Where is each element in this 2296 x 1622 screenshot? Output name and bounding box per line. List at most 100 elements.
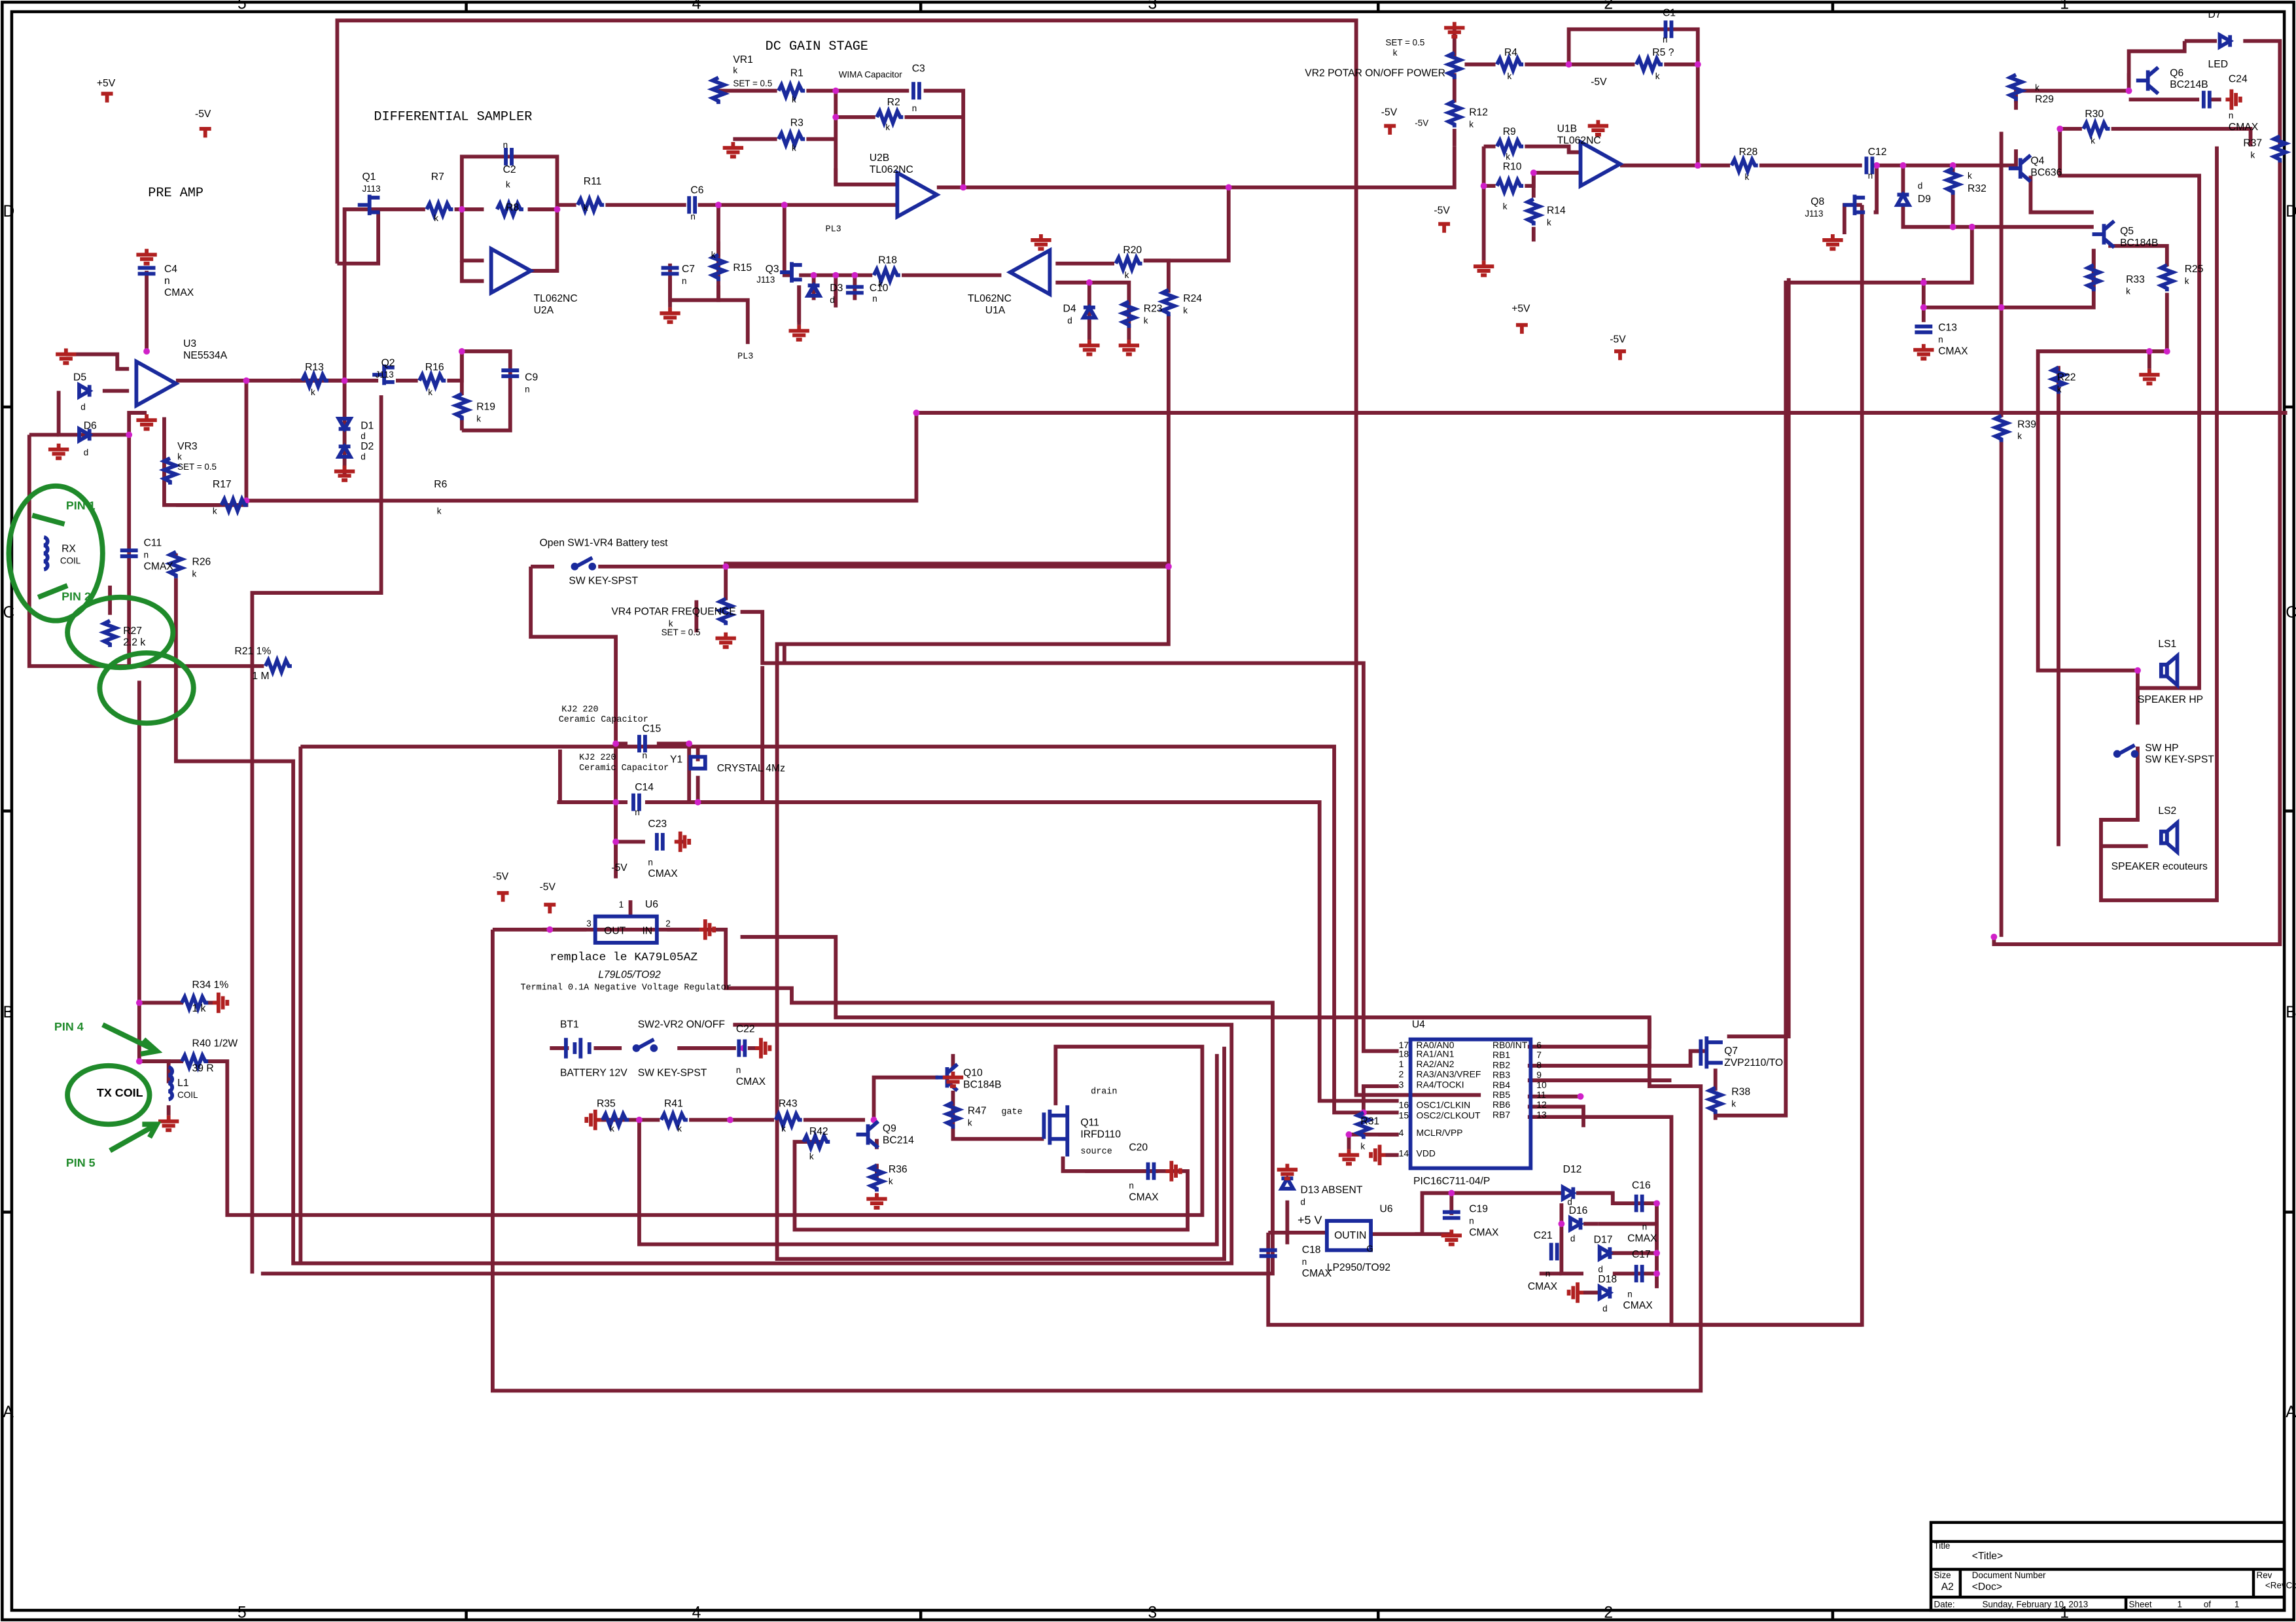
part-value: CMAX [1623, 1300, 1653, 1311]
part-label: Y1 [670, 754, 682, 766]
ground-symbol [1339, 1149, 1359, 1163]
row-label: D [2286, 203, 2296, 220]
part-label: R34 1% [192, 979, 229, 991]
part-value: n [1469, 1216, 1474, 1225]
resistor-r13 [302, 375, 328, 387]
part-value: k [885, 122, 890, 132]
ground-symbol [675, 832, 689, 852]
ground-symbol [213, 993, 227, 1013]
ground-symbol [136, 414, 156, 429]
resistor-r16 [419, 375, 446, 387]
annotation-marks [6, 483, 196, 1153]
part-label: C7 [682, 264, 695, 275]
part-value: k [1731, 1099, 1736, 1108]
battery-bt1 [564, 1038, 592, 1059]
part-value: n [144, 550, 149, 559]
part-label: C22 [736, 1023, 755, 1034]
col-label: 3 [1148, 0, 1157, 12]
part-label: Q7 [1724, 1046, 1738, 1057]
part-label: D7 [2208, 9, 2221, 20]
ground-symbol [136, 249, 156, 263]
ground-symbol [1822, 234, 1843, 249]
transistor-q5 [2093, 221, 2115, 247]
part-label: R1 [790, 67, 804, 79]
part-value: d [1570, 1233, 1575, 1243]
note: KJ2 220 [561, 705, 598, 714]
part-label: VR1 [733, 54, 752, 65]
size-value: A2 [1941, 1581, 1954, 1593]
part-value: J113 [756, 275, 775, 285]
pic-pin-number: 6 [1536, 1040, 1542, 1050]
part-value: k [968, 1118, 972, 1128]
part-label: R35 [597, 1098, 616, 1109]
pic-pin-name: RA4/TOCKI [1417, 1079, 1464, 1089]
part-value: n [736, 1065, 741, 1075]
pic-pin-number: 15 [1399, 1110, 1409, 1120]
col-label: 5 [238, 1604, 247, 1621]
part-label: R25 [2185, 264, 2204, 275]
date-label: Date: [1934, 1600, 1955, 1610]
part-label: U6 [1380, 1204, 1393, 1215]
part-value: k [711, 250, 716, 260]
part-value: k [1393, 48, 1398, 58]
resistor-r33 [2088, 265, 2100, 291]
part-value: n [1868, 171, 1873, 181]
part-label: C10 [870, 283, 889, 294]
part-value: k [506, 179, 510, 189]
part-value: k [428, 387, 433, 397]
part-label: R39 [2017, 419, 2036, 430]
part-value: SW KEY-SPST [2145, 754, 2214, 766]
rail-symbol [1614, 351, 1626, 360]
ground-symbol [158, 1116, 179, 1130]
part-label: R15 [733, 262, 752, 273]
part-value: k [177, 452, 182, 462]
mosfet-q7 [1699, 1036, 1723, 1069]
part-value: k [792, 143, 796, 152]
row-label: B [3, 1004, 13, 1021]
rail-label: -5V [1434, 205, 1450, 217]
pic-pin-name: RB5 [1492, 1089, 1510, 1100]
part-value: COIL [177, 1090, 198, 1100]
part-label: R31 [1360, 1116, 1379, 1127]
rail-symbol [101, 94, 113, 102]
part-label: U1B [1557, 123, 1577, 134]
heading-differential-sampler: DIFFERENTIAL SAMPLER [374, 109, 532, 124]
part-label: C14 [635, 782, 654, 793]
pic-pin-number: 8 [1536, 1059, 1542, 1070]
title-block: Title <Title> Size A2 Document Number <D… [1929, 1521, 2296, 1612]
ground-symbol [1031, 234, 1051, 249]
of-value: 1 [2234, 1600, 2239, 1610]
part-label: D6 [84, 421, 97, 432]
pic-pin-name: OSC2/CLKOUT [1417, 1110, 1481, 1120]
part-label: Q10 [963, 1067, 983, 1078]
diode-d5 [79, 385, 90, 397]
wires [27, 18, 2287, 1393]
part-value: n [525, 385, 529, 395]
part-value: d [84, 448, 88, 457]
part-label: C12 [1868, 147, 1887, 158]
junctions [126, 61, 2170, 1277]
part-value: k [2017, 431, 2022, 441]
cap-c3 [913, 82, 919, 99]
part-label: R8 [506, 202, 519, 213]
pic-pin-number: 7 [1536, 1049, 1542, 1060]
part-label: C11 [144, 538, 162, 549]
part-label: C2 [503, 164, 516, 175]
part-value: k [311, 387, 315, 397]
part-label: Q5 [2120, 226, 2134, 237]
rail-label: -5V [195, 109, 211, 120]
part-value: n [1938, 335, 1943, 345]
docnum-value: <Doc> [1972, 1581, 2002, 1593]
transistor-q9 [857, 1121, 879, 1148]
note: remplace le KA79L05AZ [550, 951, 698, 964]
part-value: LP2950/TO92 [1327, 1262, 1390, 1273]
part-label: SW HP [2145, 743, 2178, 754]
part-value: k [889, 1176, 893, 1186]
resistor-r29 [2010, 75, 2022, 101]
note: Open SW1-VR4 Battery test [540, 538, 669, 549]
resistor-r36 [871, 1165, 883, 1191]
row-label: C [3, 604, 14, 622]
part-label: C9 [525, 372, 538, 383]
part-label: D17 [1594, 1235, 1613, 1246]
